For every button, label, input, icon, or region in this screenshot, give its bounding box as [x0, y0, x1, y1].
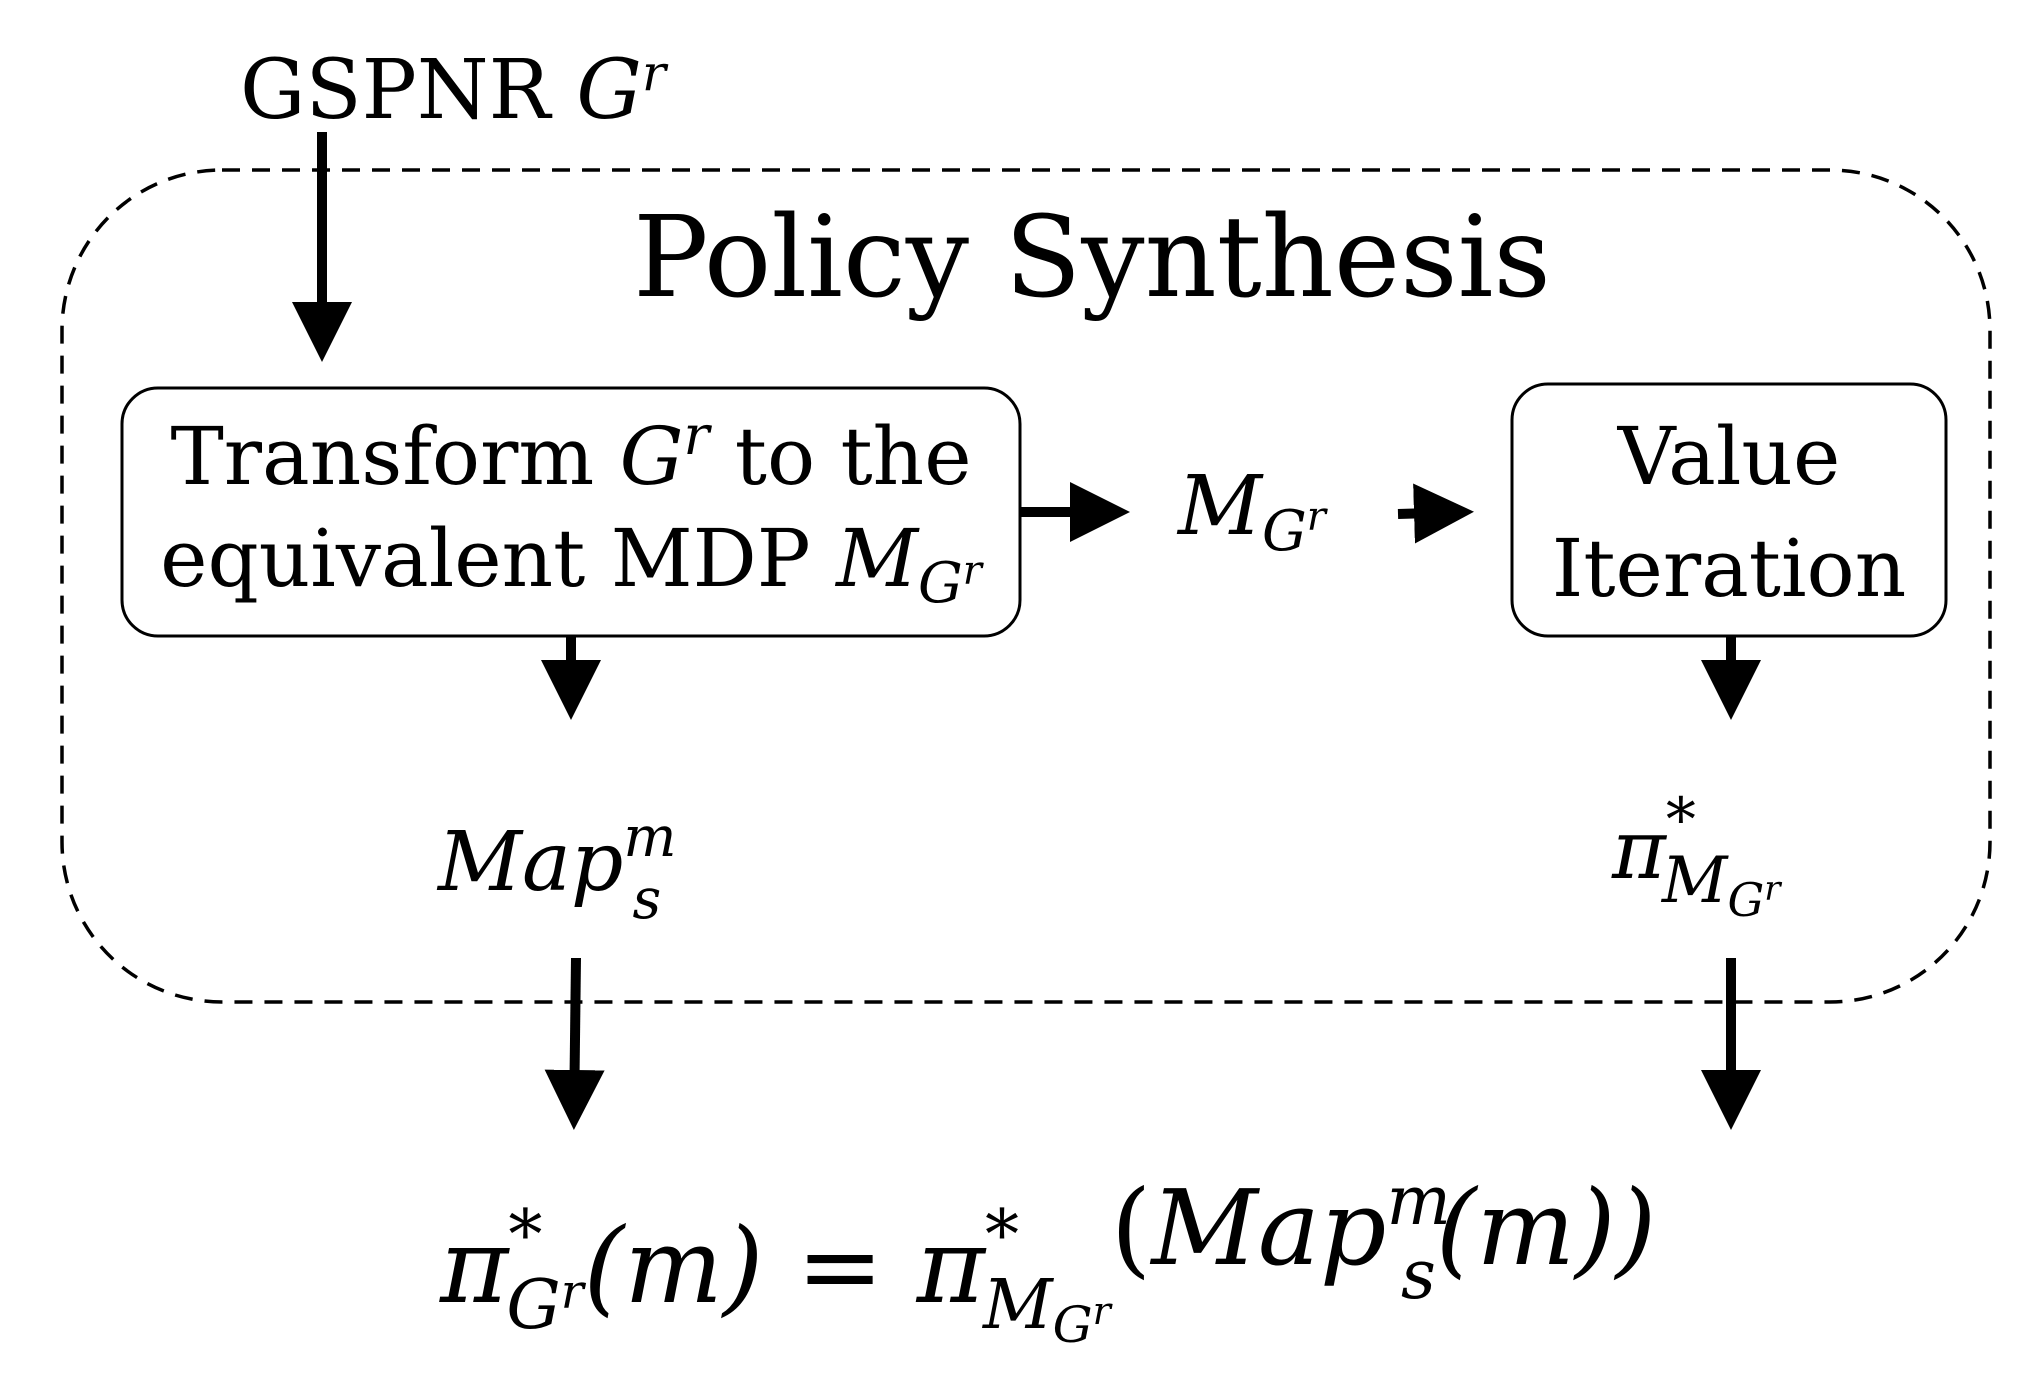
transform-box-line1: Transform Gr to the [170, 404, 971, 503]
arrow-to-value-iteration [1397, 483, 1474, 544]
arrow-map-to-formula [544, 957, 605, 1130]
transform-box-line2: equivalent MDP MGr [160, 512, 985, 616]
container-title: Policy Synthesis [633, 193, 1551, 323]
input-label: GSPNR Gr [240, 43, 669, 138]
value-iteration-line1: Value [1617, 410, 1841, 503]
policy-synthesis-container [60, 168, 1992, 1004]
policy-label: π*MGr [1611, 785, 1782, 927]
value-iteration-line2: Iteration [1552, 522, 1906, 615]
mdp-label: MGr [1176, 459, 1329, 564]
